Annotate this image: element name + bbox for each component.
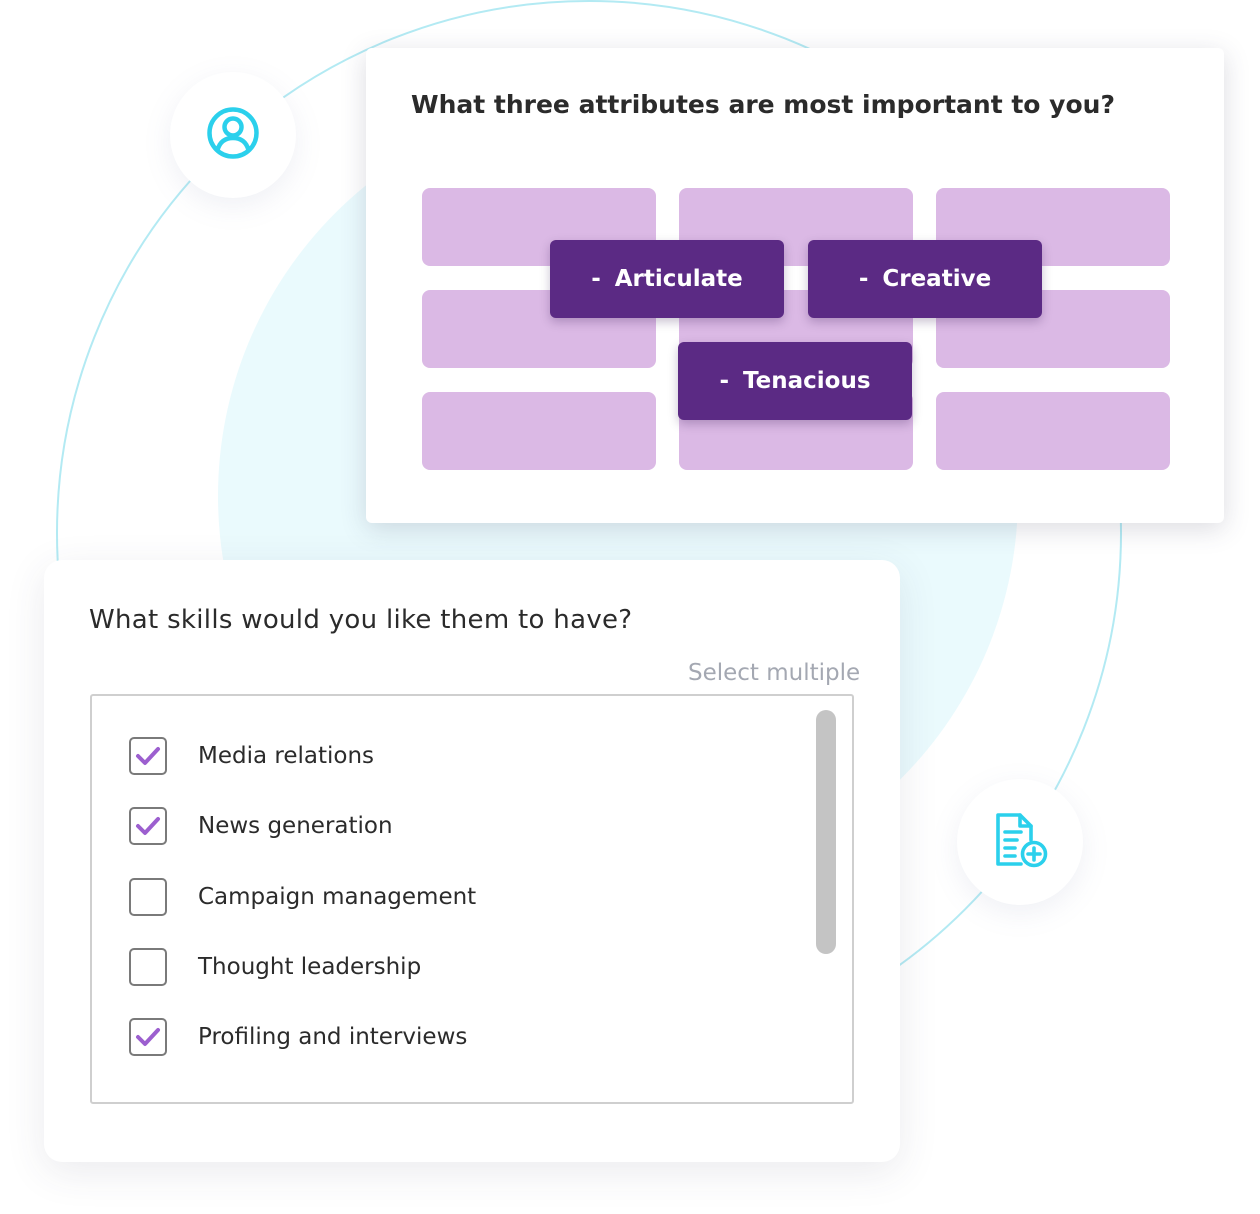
- skills-listbox[interactable]: Media relations News generation Campaign…: [90, 694, 854, 1104]
- checkmark-icon: [136, 817, 160, 835]
- skill-option-label: News generation: [198, 813, 393, 839]
- attribute-slot[interactable]: [422, 392, 656, 470]
- attribute-slot[interactable]: [936, 392, 1170, 470]
- listbox-scrollbar[interactable]: [816, 710, 836, 954]
- attributes-question-card: What three attributes are most important…: [366, 48, 1224, 523]
- attribute-chip-tenacious[interactable]: - Tenacious: [678, 342, 912, 420]
- skill-option-label: Profiling and interviews: [198, 1024, 468, 1050]
- skills-question-card: What skills would you like them to have?…: [44, 560, 900, 1162]
- attribute-chip-label: Tenacious: [743, 368, 871, 394]
- checkmark-icon: [136, 747, 160, 765]
- document-add-icon: [991, 811, 1049, 873]
- attributes-question-title: What three attributes are most important…: [411, 90, 1115, 119]
- skill-option-label: Thought leadership: [198, 954, 422, 980]
- attribute-chip-creative[interactable]: - Creative: [808, 240, 1042, 318]
- skill-checkbox[interactable]: [129, 1018, 167, 1056]
- skill-checkbox[interactable]: [129, 807, 167, 845]
- skill-option-label: Campaign management: [198, 884, 477, 910]
- attribute-chip-label: Articulate: [614, 266, 743, 292]
- user-circle-icon: [206, 106, 260, 164]
- skill-option-media-relations[interactable]: Media relations: [129, 734, 374, 778]
- skill-option-campaign-management[interactable]: Campaign management: [129, 875, 476, 919]
- skill-checkbox[interactable]: [129, 878, 167, 916]
- remove-dash: -: [719, 368, 730, 394]
- checkmark-icon: [136, 1028, 160, 1046]
- skill-checkbox[interactable]: [129, 948, 167, 986]
- skills-question-title: What skills would you like them to have?: [89, 605, 633, 635]
- skill-option-profiling-interviews[interactable]: Profiling and interviews: [129, 1015, 467, 1059]
- attribute-chip-articulate[interactable]: - Articulate: [550, 240, 784, 318]
- profile-badge: [170, 72, 296, 198]
- skill-checkbox[interactable]: [129, 737, 167, 775]
- skill-option-news-generation[interactable]: News generation: [129, 804, 393, 848]
- remove-dash: -: [591, 266, 601, 292]
- skill-option-thought-leadership[interactable]: Thought leadership: [129, 945, 421, 989]
- document-badge: [957, 779, 1083, 905]
- attribute-chip-label: Creative: [882, 266, 992, 292]
- remove-dash: -: [858, 266, 869, 292]
- skill-option-label: Media relations: [198, 743, 375, 769]
- select-multiple-hint: Select multiple: [688, 660, 861, 686]
